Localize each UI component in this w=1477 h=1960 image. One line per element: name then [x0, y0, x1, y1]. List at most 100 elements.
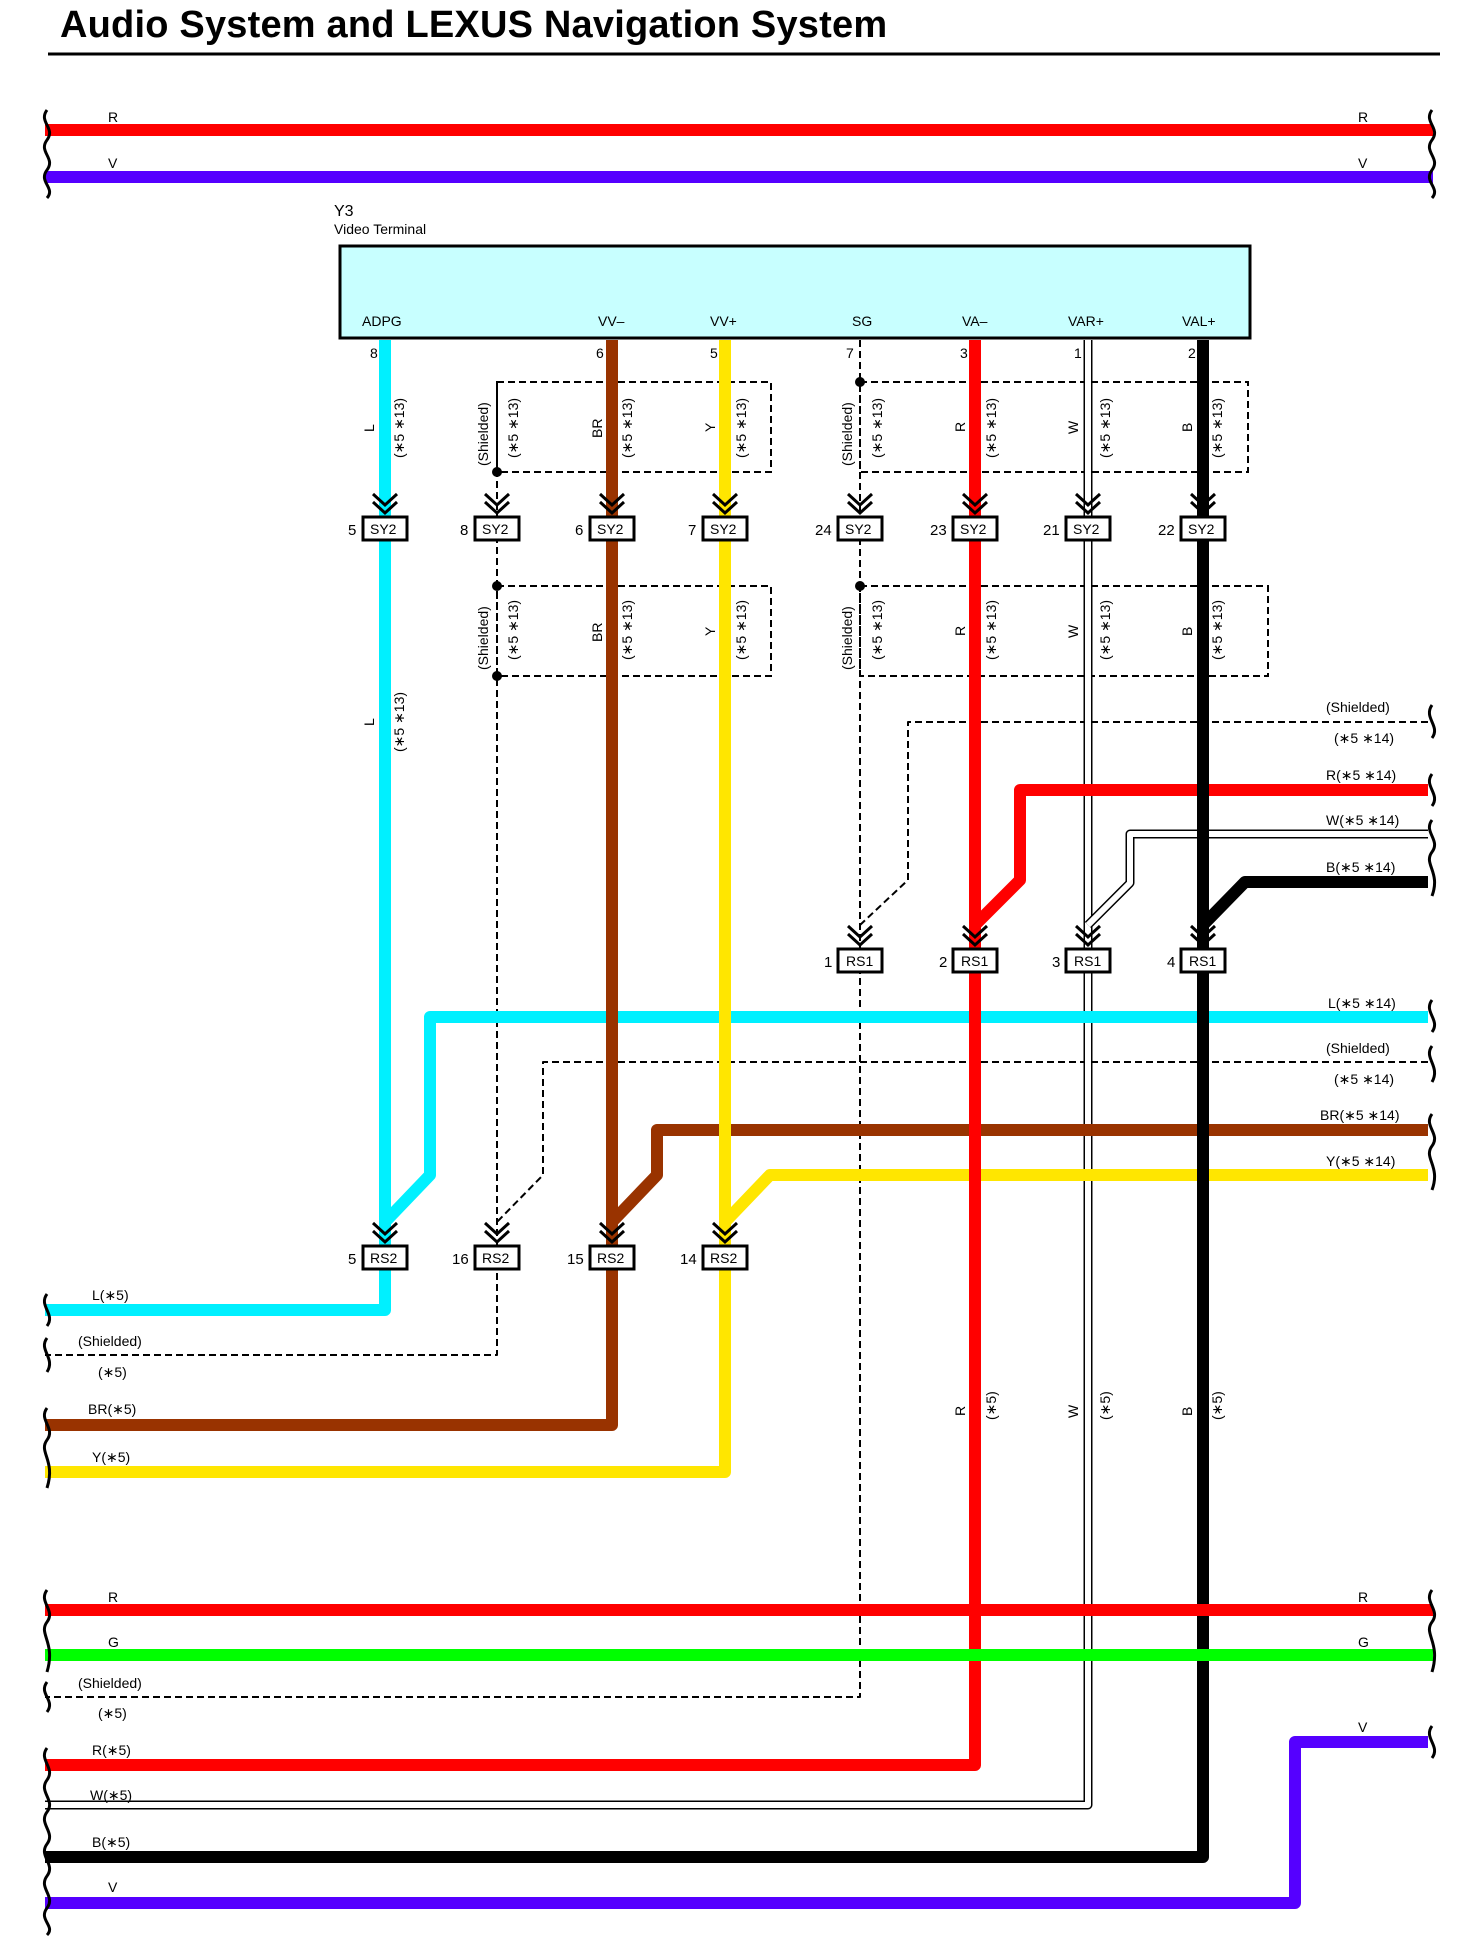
- terminal-pin: 8: [370, 345, 378, 361]
- arrow-chevron: [1074, 932, 1102, 948]
- wire-label: Y(∗5 ∗14): [1326, 1153, 1395, 1169]
- wire-label: L: [361, 718, 377, 726]
- wire-label: L: [361, 424, 377, 432]
- right-labels-2: L(∗5 ∗14) (Shielded) (∗5 ∗14) BR(∗5 ∗14)…: [1320, 995, 1399, 1169]
- wire-label: (∗5 ∗13): [869, 398, 885, 458]
- arrow-chevron: [711, 500, 739, 516]
- connector-id: Y3: [334, 203, 354, 220]
- connector-box-rs1: [1179, 947, 1227, 974]
- junction-dot: [855, 581, 865, 591]
- break-marker-right: [1427, 704, 1437, 739]
- wire-label: (∗5 ∗13): [1209, 398, 1225, 458]
- terminal-pin: 1: [1074, 345, 1082, 361]
- wire-label: BR(∗5 ∗14): [1320, 1107, 1399, 1123]
- break-marker-left: [42, 1337, 52, 1373]
- top-bus: R R V V: [45, 109, 1433, 183]
- wire-label: R: [952, 626, 968, 636]
- break-marker-left: [42, 1747, 52, 1937]
- connector-pin: 1: [824, 954, 832, 971]
- wire-w2: [1085, 831, 1428, 928]
- wire-label: B: [1179, 1407, 1195, 1416]
- sy2-row: SY2 SY2 SY2 SY2 SY2 SY2 SY2 SY2 5 8 6 7 …: [348, 492, 1227, 542]
- wire-label: B: [1179, 423, 1195, 432]
- wire-label: B(∗5 ∗14): [1326, 859, 1395, 875]
- wire-label: V: [1358, 1719, 1368, 1735]
- connector-label: SY2: [1073, 521, 1100, 537]
- connector-box-sy2: [1064, 515, 1112, 542]
- connector-label: RS1: [961, 953, 988, 969]
- arrow-chevron: [846, 932, 874, 948]
- junction-dot: [492, 581, 502, 591]
- wire-label: R: [1358, 1589, 1368, 1605]
- terminal-name: VAL+: [1182, 313, 1216, 329]
- wire-shield-right2: [496, 1061, 1428, 1223]
- line-breaks: [42, 109, 1437, 1937]
- terminal-pin: 5: [710, 345, 718, 361]
- wire-label: (∗5 ∗13): [1097, 600, 1113, 660]
- connector-box-rs2: [588, 1244, 636, 1271]
- connector-label: RS2: [710, 1250, 737, 1266]
- arrow-chevron: [846, 924, 874, 940]
- wire-label: (∗5 ∗13): [391, 692, 407, 752]
- lower-vertical-labels: R (∗5) W (∗5) B (∗5): [952, 1391, 1225, 1420]
- break-marker-right: [1427, 109, 1437, 200]
- label-top-r-left: R: [108, 109, 118, 125]
- connector-pin: 6: [575, 522, 583, 539]
- connector-name: Video Terminal: [334, 221, 426, 237]
- connector-label: SY2: [845, 521, 872, 537]
- wire-label: (∗5 ∗13): [983, 398, 999, 458]
- label-top-v-left: V: [108, 155, 118, 171]
- wire-label: R(∗5 ∗14): [1326, 767, 1396, 783]
- wire-label: BR: [589, 419, 605, 438]
- page-title: Audio System and LEXUS Navigation System: [60, 4, 888, 46]
- arrow-chevron: [1074, 924, 1102, 940]
- arrow-chevron: [371, 500, 399, 516]
- connector-body: [338, 244, 1252, 340]
- rs1-row: RS1 RS1 RS1 RS1 1 2 3 4: [824, 924, 1227, 974]
- arrow-chevron: [598, 1221, 626, 1237]
- wire-label: (∗5 ∗14): [1334, 1071, 1394, 1087]
- connector-box-sy2: [361, 515, 409, 542]
- wire-label: (∗5 ∗13): [391, 398, 407, 458]
- junction-dots: [492, 377, 865, 681]
- wires: [45, 340, 1433, 1909]
- arrow-chevron: [1074, 500, 1102, 516]
- rs2-row: RS2 RS2 RS2 RS2 5 16 15 14: [348, 1221, 749, 1271]
- wire-label: R: [952, 422, 968, 432]
- break-marker-left: [42, 1293, 52, 1327]
- wire-l-main: [45, 340, 391, 1316]
- connector-box-sy2: [588, 515, 636, 542]
- segment1-labels: L (∗5 ∗13) (Shielded) (∗5 ∗13) BR (∗5 ∗1…: [361, 398, 1225, 466]
- arrow-chevron: [598, 500, 626, 516]
- connector-box-sy2: [951, 515, 999, 542]
- label-top-v-right: V: [1358, 155, 1368, 171]
- wire-label: (Shielded): [839, 402, 855, 466]
- connector-pin: 21: [1043, 522, 1060, 539]
- wire-label: L(∗5 ∗14): [1328, 995, 1396, 1011]
- arrow-chevron: [371, 492, 399, 508]
- wire-label: (Shielded): [475, 606, 491, 670]
- connector-label: RS1: [1074, 953, 1101, 969]
- connector-pin: 14: [680, 1251, 697, 1268]
- wire-label: (∗5 ∗13): [619, 600, 635, 660]
- terminal-pin: 7: [846, 345, 854, 361]
- wire-y-main: [45, 340, 731, 1478]
- wire-label: (Shielded): [1326, 699, 1390, 715]
- wire-label: V: [108, 1879, 118, 1895]
- connector-label: RS1: [1189, 953, 1216, 969]
- break-marker-right: [1427, 1045, 1437, 1083]
- connector-label: SY2: [597, 521, 624, 537]
- connector-label: RS2: [370, 1250, 397, 1266]
- wire-label: (∗5 ∗13): [619, 398, 635, 458]
- arrow-chevron: [711, 1229, 739, 1245]
- connector-pin: 23: [930, 522, 947, 539]
- wire-label: (∗5 ∗13): [505, 600, 521, 660]
- arrow-chevron: [711, 1221, 739, 1237]
- wire-r-main: [45, 340, 981, 1771]
- connector-label: SY2: [710, 521, 737, 537]
- arrow-chevron: [846, 500, 874, 516]
- connector-pin: 15: [567, 1251, 584, 1268]
- connector-pin: 5: [348, 522, 356, 539]
- connector-label: SY2: [370, 521, 397, 537]
- wire-label: (∗5 ∗13): [869, 600, 885, 660]
